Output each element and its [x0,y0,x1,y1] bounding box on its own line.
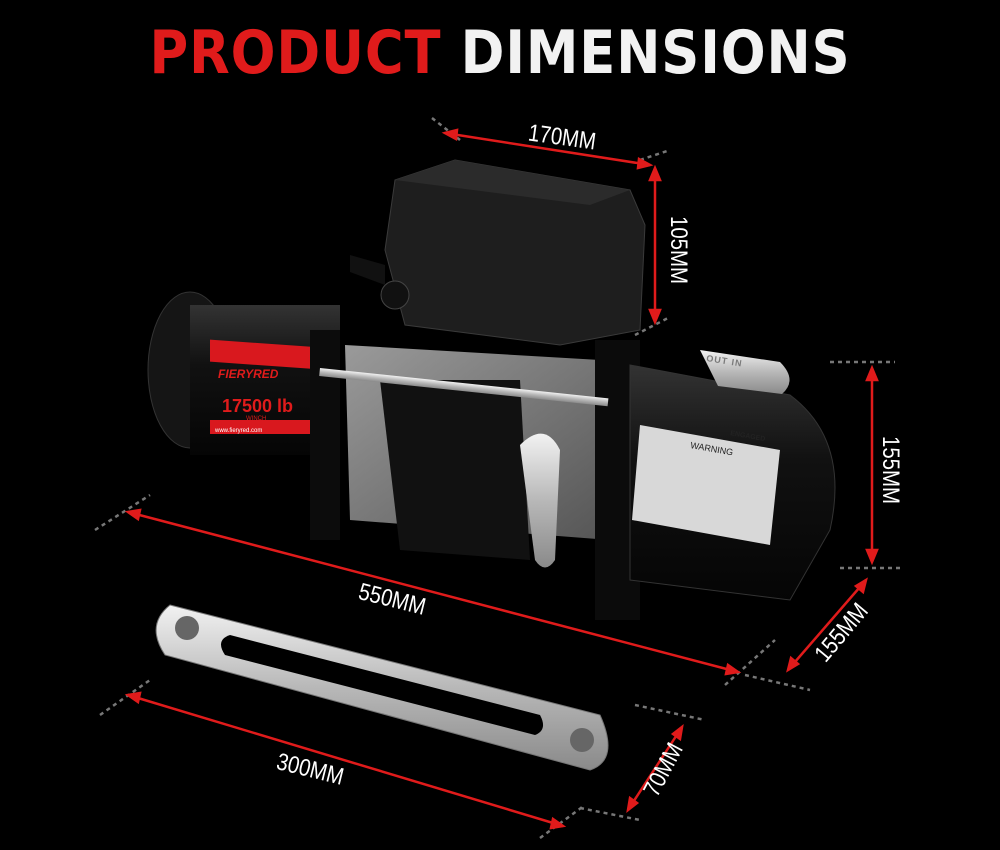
dim-control-box-height: 105MM [665,215,692,285]
website-label: www.fieryred.com [214,428,262,434]
title-dimensions: DIMENSIONS [460,18,851,88]
dimension-lines [94,117,900,840]
clutch-handle [700,350,790,394]
winch-type-label: WINCH [246,416,266,422]
title-product: PRODUCT [149,18,442,88]
control-box [350,159,646,346]
brand-label: FIERYRED [218,367,279,381]
capacity-label: 17500 lb [222,396,293,416]
winch-body [147,291,836,620]
dim-winch-height: 155MM [877,435,904,505]
page-title: PRODUCT DIMENSIONS [60,18,940,88]
hawse-fairlead [155,604,609,771]
